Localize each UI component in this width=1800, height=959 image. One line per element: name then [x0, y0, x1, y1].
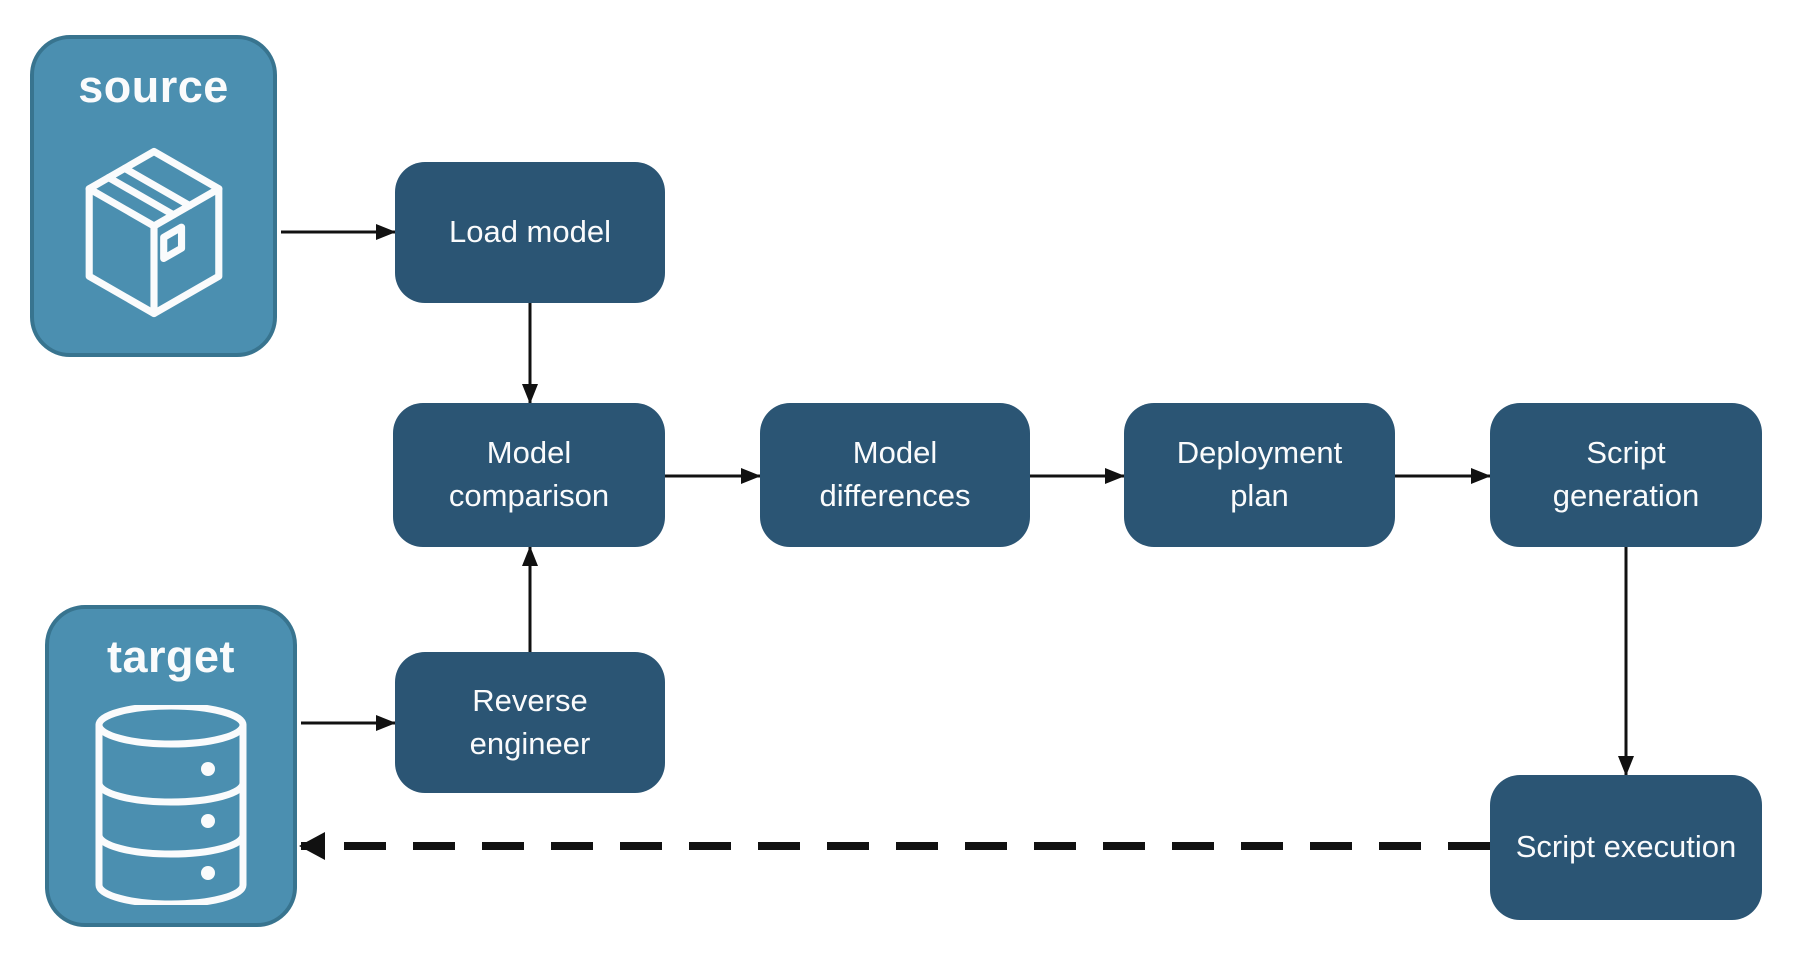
deployment-plan-label: Deployment plan [1176, 435, 1343, 513]
node-reverse-engineer: Reverse engineer [395, 652, 665, 793]
load-model-label: Load model [448, 214, 611, 250]
script-generation-label: Script generation [1552, 435, 1700, 513]
node-load-model: Load model [395, 162, 665, 303]
database-icon [91, 705, 251, 905]
node-target: target [45, 605, 297, 927]
target-label: target [106, 631, 236, 682]
package-icon [73, 135, 235, 330]
model-comparison-label: Model comparison [448, 435, 610, 513]
node-model-differences: Model differences [760, 403, 1030, 547]
node-script-execution: Script execution [1490, 775, 1762, 920]
reverse-engineer-label: Reverse engineer [469, 682, 591, 761]
node-deployment-plan: Deployment plan [1124, 403, 1395, 547]
node-model-comparison: Model comparison [393, 403, 665, 547]
model-differences-label: Model differences [819, 435, 971, 513]
node-source: source [30, 35, 277, 357]
script-execution-label: Script execution [1515, 829, 1737, 865]
source-label: source [78, 61, 229, 112]
node-script-generation: Script generation [1490, 403, 1762, 547]
